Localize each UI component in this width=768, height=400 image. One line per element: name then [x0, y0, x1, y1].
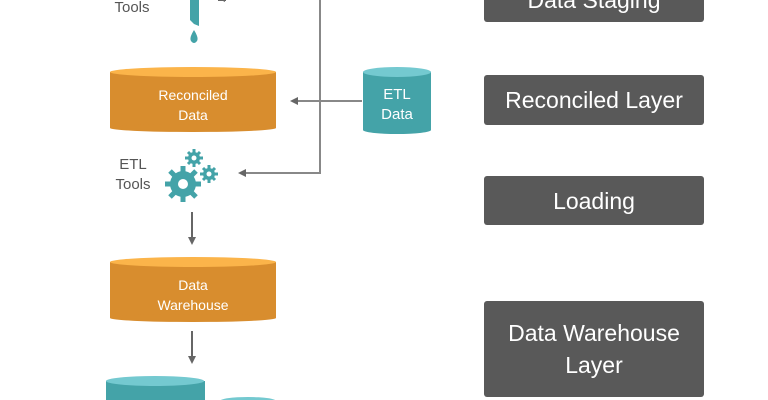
reconciled-line2: Data	[178, 107, 208, 123]
layer-data-staging: Data Staging	[484, 0, 704, 22]
layer-data-warehouse: Data Warehouse Layer	[484, 301, 704, 397]
layer-label: Data Warehouse Layer	[508, 320, 680, 378]
etl-data-line1: ETL	[383, 86, 411, 103]
data-warehouse-cylinder	[110, 257, 276, 322]
etl-tools-line1: ETL	[119, 156, 147, 173]
reconciled-line1: Reconciled	[158, 87, 228, 103]
gears-icon	[165, 149, 218, 202]
etl-tools-line2: Tools	[115, 176, 151, 193]
reconciled-data-label: Reconciled Data	[110, 85, 276, 125]
dropper-icon	[190, 0, 199, 43]
etl-data-label: ETL Data	[363, 85, 431, 125]
layer-label: Loading	[553, 187, 635, 214]
layer-loading: Loading	[484, 176, 704, 225]
data-mart-cylinder	[106, 376, 205, 400]
layer-label: Data Staging	[527, 0, 661, 13]
top-tools-label: Tools	[114, 0, 150, 16]
warehouse-line1: Data	[178, 277, 208, 293]
connector-to-etl-tools	[238, 0, 321, 177]
warehouse-line2: Warehouse	[157, 297, 229, 313]
data-warehouse-label: Data Warehouse	[110, 275, 276, 315]
etl-tools-label: ETL Tools	[108, 155, 158, 195]
data-mart-cylinder-2	[220, 397, 276, 400]
layer-label: Reconciled Layer	[505, 87, 683, 113]
reconciled-data-cylinder	[110, 67, 276, 132]
layer-reconciled: Reconciled Layer	[484, 75, 704, 125]
etl-data-line2: Data	[381, 106, 413, 123]
etl-data-cylinder	[363, 67, 431, 134]
